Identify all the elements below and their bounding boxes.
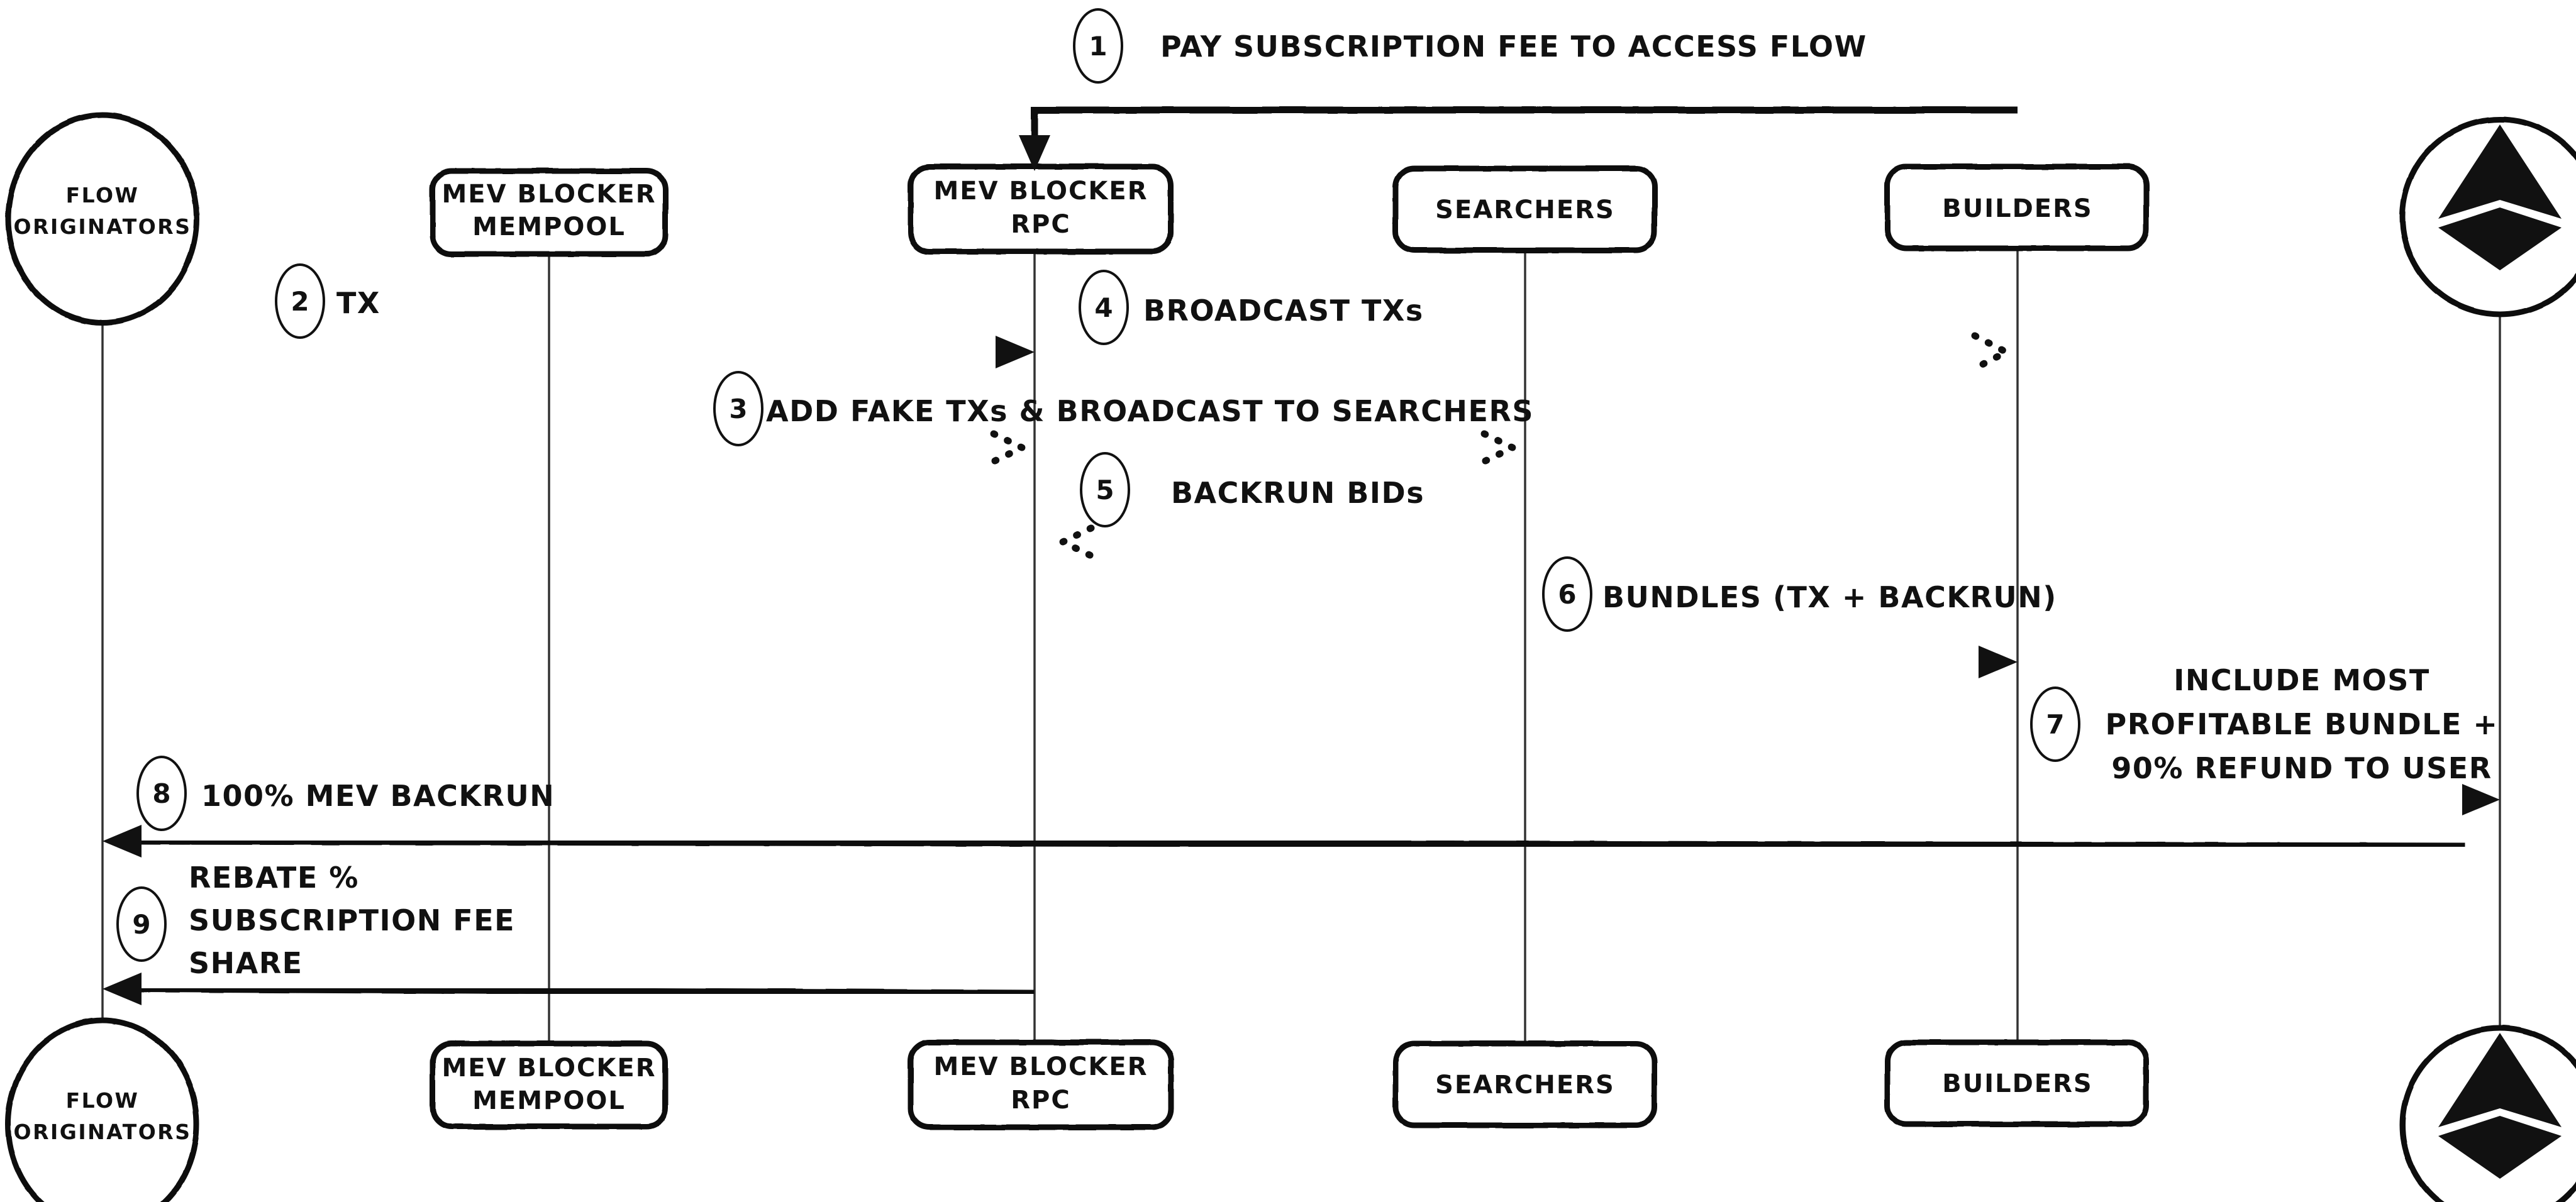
message-3-arrowhead-seg2 <box>1480 430 1521 465</box>
message-9-line <box>138 985 1035 997</box>
message-3[interactable]: 3 ADD FAKE TXs & BROADCAST TO SEARCHERS <box>552 371 1534 465</box>
participants-top: FLOW ORIGINATORS MEV BLOCKER MEMPOOL MEV… <box>5 112 2576 326</box>
message-5-step-number: 5 <box>1096 475 1114 505</box>
message-8-badge <box>136 756 187 831</box>
message-4-label: BROADCAST TXs <box>1143 294 1424 328</box>
flow-originators-label-line1: FLOW <box>66 183 140 207</box>
message-9-step-number: 9 <box>132 909 150 940</box>
message-1-line <box>1031 106 2018 154</box>
message-7-arrowhead <box>2462 784 2500 815</box>
message-9-label-line3: SHARE <box>189 946 303 980</box>
message-8-label: 100% MEV BACKRUN <box>201 779 555 813</box>
message-8-step-number: 8 <box>152 778 170 809</box>
mev-blocker-rpc-bottom-label-line2: RPC <box>1011 1086 1070 1115</box>
lifelines <box>101 248 2501 1081</box>
message-4-step-number: 4 <box>1094 292 1113 323</box>
builders-box <box>1884 163 2150 251</box>
message-2[interactable]: 2 TX <box>103 263 1035 368</box>
message-9-label-line2: SUBSCRIPTION FEE <box>189 903 515 937</box>
flow-originators-label-line2: ORIGINATORS <box>14 214 192 239</box>
mev-blocker-rpc-box <box>908 163 1174 255</box>
message-3-arrowhead-seg1 <box>990 430 1030 465</box>
message-1-step-number: 1 <box>1089 31 1107 62</box>
builders-label: BUILDERS <box>1942 194 2092 223</box>
searchers-label: SEARCHERS <box>1435 196 1615 224</box>
ethereum-diamond-icon-bottom <box>2438 1033 2562 1179</box>
participant-builders-top[interactable]: BUILDERS <box>1884 163 2150 251</box>
message-9[interactable]: 9 REBATE % SUBSCRIPTION FEE SHARE <box>103 861 1035 1005</box>
message-6-arrowhead <box>1979 646 2018 678</box>
participant-searchers-top[interactable]: SEARCHERS <box>1392 165 1658 253</box>
message-7-badge <box>2030 686 2080 762</box>
flow-originators-circle <box>5 112 200 326</box>
message-2-step-number: 2 <box>291 286 309 317</box>
message-6-label: BUNDLES (TX + BACKRUN) <box>1602 580 2057 614</box>
message-1-arrowhead <box>1019 135 1050 171</box>
participant-ethereum-top[interactable] <box>2399 116 2576 317</box>
searchers-box <box>1392 165 1658 253</box>
participant-mev-blocker-mempool-top[interactable]: MEV BLOCKER MEMPOOL <box>430 168 669 257</box>
message-6[interactable]: 6 BUNDLES (TX + BACKRUN) <box>1063 556 2057 678</box>
builders-bottom-label: BUILDERS <box>1942 1069 2092 1098</box>
mev-blocker-mempool-box-bottom <box>430 1040 669 1130</box>
mev-blocker-mempool-label-line1: MEV BLOCKER <box>441 180 656 209</box>
message-7[interactable]: 7 INCLUDE MOST PROFITABLE BUNDLE + 90% R… <box>2030 663 2500 815</box>
message-1-label: PAY SUBSCRIPTION FEE TO ACCESS FLOW <box>1160 30 1867 63</box>
participant-mev-blocker-rpc-bottom[interactable]: MEV BLOCKER RPC <box>908 1039 1174 1130</box>
message-5-arrowhead <box>1055 524 1095 560</box>
ethereum-diamond-icon <box>2438 124 2562 270</box>
message-1-badge <box>1073 8 1123 84</box>
builders-box-bottom <box>1884 1039 2150 1127</box>
searchers-box-bottom <box>1392 1040 1658 1128</box>
message-7-step-number: 7 <box>2046 709 2064 740</box>
message-4-arrowhead <box>1971 332 2014 372</box>
mev-blocker-rpc-label-line1: MEV BLOCKER <box>933 177 1148 206</box>
flow-originators-circle-bottom <box>5 1017 200 1202</box>
mev-blocker-mempool-box <box>430 168 669 257</box>
searchers-bottom-label: SEARCHERS <box>1435 1071 1615 1100</box>
participant-mev-blocker-rpc-top[interactable]: MEV BLOCKER RPC <box>908 163 1174 255</box>
mev-blocker-rpc-box-bottom <box>908 1039 1174 1130</box>
message-3-label: ADD FAKE TXs & BROADCAST TO SEARCHERS <box>766 394 1534 428</box>
participant-searchers-bottom[interactable]: SEARCHERS <box>1392 1040 1658 1128</box>
participants-bottom: FLOW ORIGINATORS MEV BLOCKER MEMPOOL MEV… <box>5 1017 2576 1202</box>
flow-originators-bottom-label-line1: FLOW <box>66 1088 140 1113</box>
message-3-badge <box>713 371 763 446</box>
message-7-label-line3: 90% REFUND TO USER <box>2111 751 2492 785</box>
participant-ethereum-bottom[interactable] <box>2399 1025 2576 1202</box>
mev-blocker-mempool-bottom-label-line1: MEV BLOCKER <box>441 1054 656 1083</box>
message-6-step-number: 6 <box>1558 579 1576 610</box>
message-2-label: TX <box>336 286 380 320</box>
flow-originators-bottom-label-line2: ORIGINATORS <box>14 1120 192 1144</box>
message-7-label-line2: PROFITABLE BUNDLE + <box>2106 707 2499 741</box>
message-9-label-line1: REBATE % <box>189 861 359 895</box>
message-9-badge <box>116 886 167 962</box>
message-2-badge <box>275 263 325 339</box>
mev-blocker-rpc-label-line2: RPC <box>1011 210 1070 239</box>
message-1[interactable]: 1 PAY SUBSCRIPTION FEE TO ACCESS FLOW <box>1019 8 2018 171</box>
message-8-line <box>138 837 2466 850</box>
message-2-arrowhead <box>996 336 1035 368</box>
message-5-badge <box>1080 452 1130 527</box>
message-5-label: BACKRUN BIDs <box>1171 476 1424 510</box>
mev-blocker-mempool-bottom-label-line2: MEMPOOL <box>472 1086 626 1115</box>
participant-flow-originators-top[interactable]: FLOW ORIGINATORS <box>5 112 200 326</box>
mev-blocker-mempool-label-line2: MEMPOOL <box>472 212 626 241</box>
message-8-arrowhead <box>103 825 142 857</box>
message-3-step-number: 3 <box>729 394 747 424</box>
ethereum-circle-bottom <box>2399 1025 2576 1202</box>
participant-mev-blocker-mempool-bottom[interactable]: MEV BLOCKER MEMPOOL <box>430 1040 669 1130</box>
message-5[interactable]: 5 BACKRUN BIDs <box>1055 452 1529 560</box>
message-9-arrowhead <box>103 973 142 1005</box>
message-4-badge <box>1079 270 1129 345</box>
message-4[interactable]: 4 BROADCAST TXs <box>1046 270 2014 372</box>
mev-blocker-rpc-bottom-label-line1: MEV BLOCKER <box>933 1052 1148 1081</box>
participant-flow-originators-bottom[interactable]: FLOW ORIGINATORS <box>5 1017 200 1202</box>
message-8[interactable]: 8 100% MEV BACKRUN <box>103 756 2466 857</box>
message-7-label-line1: INCLUDE MOST <box>2174 663 2429 697</box>
message-6-badge <box>1542 556 1592 632</box>
participant-builders-bottom[interactable]: BUILDERS <box>1884 1039 2150 1127</box>
